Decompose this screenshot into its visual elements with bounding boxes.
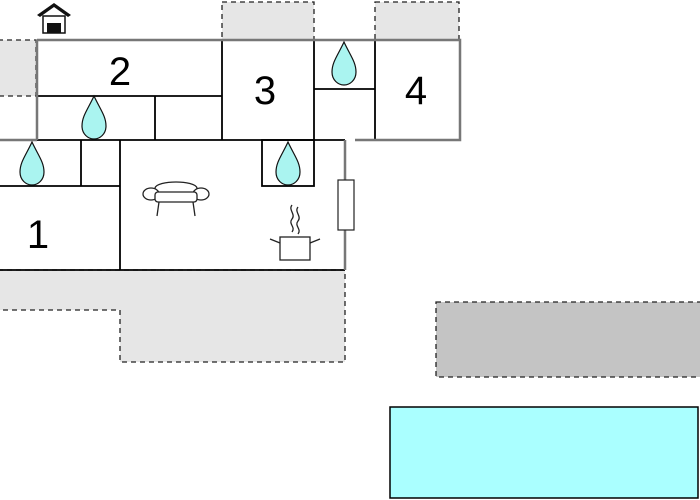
terrace-top-room4 [374, 1, 460, 41]
room-label-4: 4 [405, 69, 427, 113]
exterior-walls [0, 38, 462, 270]
water-drop-icon [331, 40, 357, 86]
water-drop-icon [81, 94, 107, 140]
room-label-2: 2 [109, 50, 131, 94]
room-label-3: 3 [254, 69, 276, 113]
room-label-1: 1 [27, 213, 49, 257]
sofa-icon [142, 181, 210, 217]
pool [389, 406, 699, 499]
interior-walls [0, 40, 376, 271]
entrance-icon [37, 3, 71, 34]
terrace-top-left [0, 39, 37, 97]
radiator-icon [337, 179, 355, 231]
water-drop-icon [19, 140, 45, 186]
cooking-pot-icon [269, 204, 321, 261]
terrace-bottom [0, 269, 346, 363]
water-drop-icon [275, 140, 301, 186]
terrace-top-room3 [221, 1, 315, 41]
water-drop-icons [19, 40, 357, 186]
parking-area [435, 301, 700, 378]
